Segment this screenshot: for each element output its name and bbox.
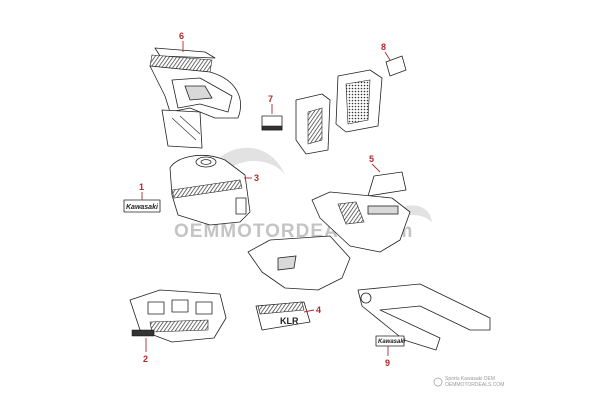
- swingarm: [357, 283, 491, 351]
- decal-8-body: [385, 55, 407, 77]
- part-7-small-decal: [261, 115, 283, 131]
- left-side-cover: [247, 235, 351, 291]
- part-4-klr-decal: KLR: [255, 301, 311, 331]
- callout-3[interactable]: 3: [254, 173, 259, 183]
- corner-watermark: Sports Kawasaki OEM OEMMOTORDEALS.COM: [433, 376, 504, 388]
- shroud-vent: [307, 107, 323, 145]
- part-2-engine-frame: [129, 289, 227, 343]
- callout-1[interactable]: 1: [139, 182, 144, 192]
- lens-line-2: [179, 115, 201, 135]
- engine-block-1: [147, 301, 165, 315]
- lens-line-1: [171, 117, 197, 141]
- grille-cover: [335, 69, 383, 133]
- radiator-shroud: [295, 93, 331, 155]
- engine-block-3: [195, 301, 213, 315]
- emblem-1-text: Kawasaki: [126, 204, 159, 211]
- callout-6[interactable]: 6: [179, 31, 184, 41]
- emblem-9-text: Kawasaki: [378, 339, 406, 345]
- tank-bracket: [235, 197, 247, 215]
- leader-4: [303, 309, 315, 313]
- tank-cap-inner: [200, 159, 212, 165]
- callout-2[interactable]: 2: [143, 354, 148, 364]
- swingarm-pivot: [360, 292, 372, 304]
- right-side-cover: [311, 191, 411, 253]
- decal-7-stripe: [261, 125, 283, 131]
- right-cover-label: [367, 205, 399, 215]
- left-cover-body: [247, 235, 351, 291]
- callout-8[interactable]: 8: [381, 42, 386, 52]
- callout-9[interactable]: 9: [385, 358, 390, 368]
- left-cover-recess: [277, 255, 297, 271]
- callout-5[interactable]: 5: [369, 154, 374, 164]
- leader-5: [371, 163, 381, 173]
- decal-5-body: [367, 171, 407, 197]
- decal-2-body: [131, 329, 155, 337]
- part-8-decal: [385, 55, 407, 77]
- tank-stripe: [171, 179, 243, 199]
- corner-line-2: OEMMOTORDEALS.COM: [445, 382, 504, 388]
- decal-4-text: KLR: [280, 316, 299, 326]
- right-cover-hatch: [337, 201, 365, 225]
- corner-logo-icon: [433, 377, 443, 387]
- part-3-fuel-tank: [169, 155, 251, 226]
- part-1-kawasaki-emblem: Kawasaki: [123, 199, 161, 213]
- cowl-light-opening: [184, 85, 213, 101]
- grille-mesh: [345, 79, 371, 125]
- swingarm-body: [357, 283, 491, 351]
- corner-line-1: Sports Kawasaki OEM: [445, 376, 495, 382]
- decal-4-stripe: [257, 301, 305, 315]
- leader-lines: [141, 41, 391, 356]
- part-9-kawasaki-emblem: Kawasaki: [375, 335, 406, 347]
- part-5-panel-decal: [367, 171, 407, 197]
- leader-8: [384, 51, 391, 61]
- cowl-top-edge: [154, 47, 216, 59]
- callout-4[interactable]: 4: [316, 305, 321, 315]
- emblem-9-plate: [375, 335, 405, 347]
- part-6-headlight-cowl: [149, 47, 241, 149]
- callout-numbers: 6 7 8 3 1 5 4 2 9: [139, 31, 390, 368]
- callout-7[interactable]: 7: [268, 94, 273, 104]
- engine-block-2: [171, 299, 189, 313]
- engine-lower-hatch: [149, 319, 209, 333]
- cowl-lens: [161, 109, 203, 149]
